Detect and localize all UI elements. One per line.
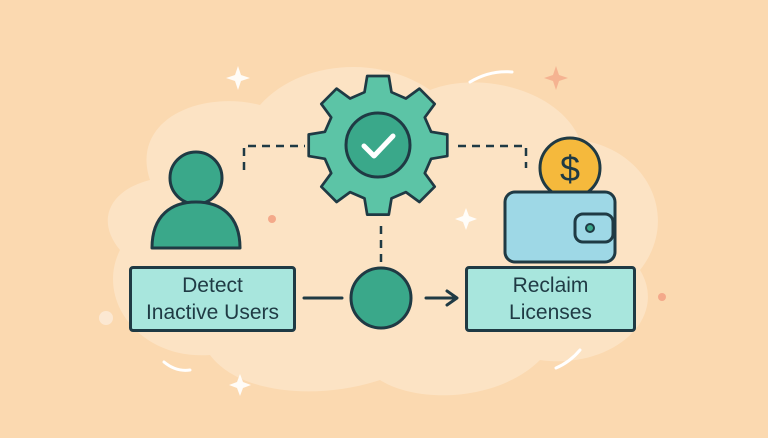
- wallet-icon: [503, 190, 617, 264]
- sparkle-icon: [229, 374, 251, 396]
- decor-arc: [554, 348, 582, 370]
- detect-label-line1: Detect: [182, 274, 243, 297]
- dollar-symbol: $: [560, 148, 580, 189]
- dollar-coin-icon: $: [538, 136, 602, 200]
- decor-arc: [162, 360, 192, 372]
- detect-label-line2: Inactive Users: [145, 301, 280, 324]
- check-icon: [361, 133, 396, 159]
- connector-user-gear: [242, 144, 305, 170]
- user-icon: [150, 150, 242, 250]
- sparkle-icon: [455, 208, 477, 230]
- sparkle-icon: [226, 66, 250, 90]
- decor-arc: [468, 70, 514, 84]
- decor-dot: [658, 293, 666, 301]
- decor-dot: [268, 215, 276, 223]
- reclaim-label-line2: Licenses: [509, 301, 592, 324]
- decor-dot: [99, 311, 113, 325]
- sparkle-icon: [544, 66, 568, 90]
- gear-check-icon: [307, 74, 449, 216]
- detect-inactive-users-box: Detect Inactive Users: [129, 266, 296, 332]
- reclaim-licenses-box: Reclaim Licenses: [465, 266, 636, 332]
- process-node-icon: [349, 266, 413, 330]
- arrow-head-icon: [445, 289, 459, 307]
- reclaim-label-line1: Reclaim: [512, 274, 589, 297]
